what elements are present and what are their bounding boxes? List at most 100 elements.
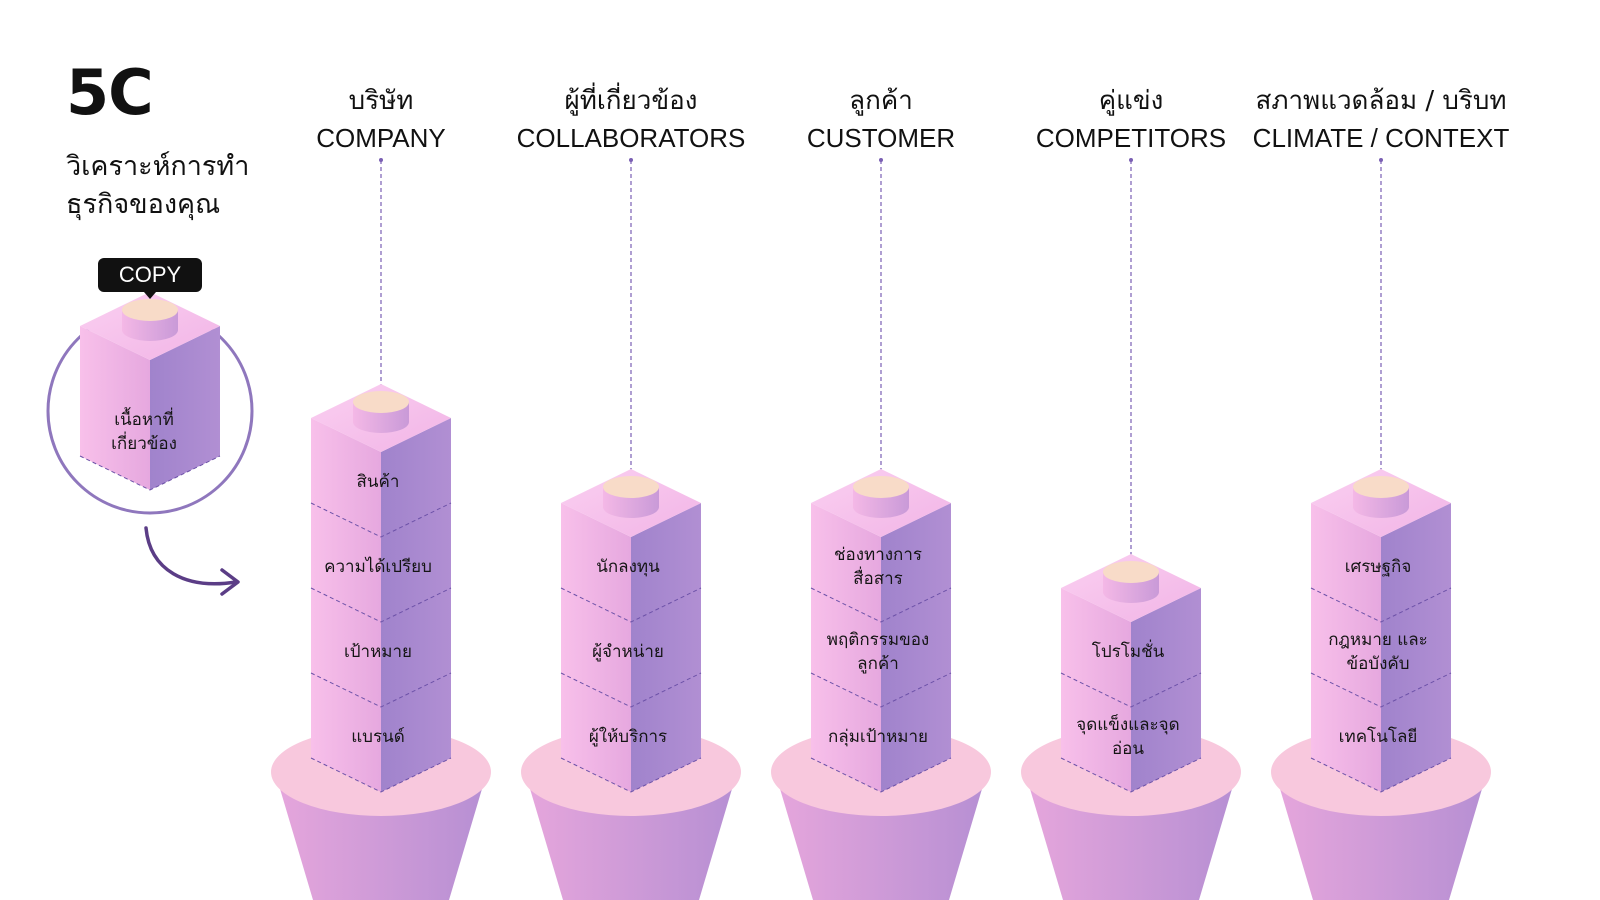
block-label-line: ความได้เปรียบ [324, 557, 432, 577]
block-separator [560, 587, 702, 623]
block-label-line: เศรษฐกิจ [1344, 557, 1412, 577]
block-separator [1310, 757, 1452, 793]
block-label: ผู้ให้บริการ [558, 725, 698, 749]
block-separator [1310, 672, 1452, 708]
legend-block [79, 292, 221, 491]
block-label-line: โปรโมชั่น [1091, 642, 1165, 662]
block-separator [810, 672, 952, 708]
block-separator [310, 502, 452, 538]
block-separator [1060, 672, 1202, 708]
stack-right-face [1381, 503, 1451, 792]
knob-top [1103, 561, 1159, 583]
page-subtitle: วิเคราะห์การทำ ธุรกิจของคุณ [66, 148, 249, 224]
block-label: สินค้า [308, 470, 448, 494]
block-label-line: แบรนด์ [351, 727, 405, 747]
block-separator [560, 757, 702, 793]
legend-knob-base [122, 319, 178, 341]
column-title-en: CLIMATE / CONTEXT [1252, 123, 1510, 153]
knob-top [853, 476, 909, 498]
guide-dot [379, 158, 383, 162]
column-title-th: คู่แข่ง [1098, 86, 1164, 116]
knob-base [353, 411, 409, 433]
block-label-line: นักลงทุน [596, 557, 660, 577]
knob-base [1103, 581, 1159, 603]
block-label-line: กลุ่มเป้าหมาย [828, 727, 928, 747]
column-title-en: COMPANY [316, 123, 446, 153]
block-label: กลุ่มเป้าหมาย [808, 725, 948, 749]
block-label-line: จุดแข็งและจุด [1076, 715, 1180, 735]
block-separator [1060, 757, 1202, 793]
block-stack [1310, 469, 1452, 793]
block-label: กฎหมาย และข้อบังคับ [1308, 628, 1448, 676]
block-label-line: เป้าหมาย [343, 642, 413, 662]
stack-left-face [1311, 503, 1381, 792]
column-heading: บริษัท COMPANY [231, 84, 531, 158]
block-label-line: อ่อน [1111, 739, 1145, 759]
column-title-en: COMPETITORS [1035, 123, 1227, 153]
knob-base [853, 496, 909, 518]
column-title-th: ลูกค้า [849, 86, 913, 116]
legend-block-label-line: เกี่ยวข้อง [111, 434, 177, 454]
legend-knob-top [122, 299, 178, 321]
block-label-line: ช่องทางการ [833, 545, 923, 565]
block-separator [310, 587, 452, 623]
knob-base [603, 496, 659, 518]
column-heading: สภาพแวดล้อม / บริบท CLIMATE / CONTEXT [1231, 84, 1531, 158]
block-label: โปรโมชั่น [1058, 640, 1198, 664]
block-label-line: ข้อบังคับ [1346, 654, 1410, 674]
column-title-en: CUSTOMER [806, 123, 956, 153]
knob-base [1353, 496, 1409, 518]
subtitle-line: ธุรกิจของคุณ [66, 189, 221, 220]
arrow-head-icon [220, 568, 240, 596]
block-label-line: พฤติกรรมของ [826, 630, 930, 650]
guide-dot [629, 158, 633, 162]
block-label: ผู้จำหน่าย [558, 640, 698, 664]
legend-block-edge [79, 455, 221, 491]
block-label: ช่องทางการสื่อสาร [808, 543, 948, 591]
block-separator [810, 757, 952, 793]
block-separator [310, 672, 452, 708]
column-title-th: บริษัท [348, 86, 414, 116]
block-stack [310, 384, 452, 793]
block-label: เศรษฐกิจ [1308, 555, 1448, 579]
block-stack [1060, 554, 1202, 793]
block-label-line: กฎหมาย และ [1328, 630, 1428, 650]
legend-block-right [150, 326, 220, 490]
column-heading: คู่แข่ง COMPETITORS [981, 84, 1281, 158]
block-label: เป้าหมาย [308, 640, 448, 664]
block-separator [310, 757, 452, 793]
block-stack [810, 469, 952, 793]
column-title-th: สภาพแวดล้อม / บริบท [1255, 86, 1507, 116]
page-title: 5C [66, 56, 154, 129]
block-separator [1310, 587, 1452, 623]
column-title-th: ผู้ที่เกี่ยวข้อง [564, 86, 698, 116]
block-separator [560, 672, 702, 708]
copy-badge[interactable]: COPY [98, 258, 202, 299]
block-label-line: เทคโนโลยี [1338, 727, 1418, 747]
block-label: พฤติกรรมของลูกค้า [808, 628, 948, 676]
block-label: นักลงทุน [558, 555, 698, 579]
block-label: เทคโนโลยี [1308, 725, 1448, 749]
subtitle-line: วิเคราะห์การทำ [66, 151, 250, 182]
knob-top [603, 476, 659, 498]
curved-arrow-icon [144, 526, 238, 586]
legend-block-label: เนื้อหาที่ เกี่ยวข้อง [74, 408, 214, 456]
stack-left-face [811, 503, 881, 792]
guide-dot [1379, 158, 1383, 162]
block-label-line: สื่อสาร [853, 569, 903, 589]
block-label-line: ผู้จำหน่าย [592, 642, 664, 662]
stack-left-face [561, 503, 631, 792]
block-label-line: ผู้ให้บริการ [588, 727, 668, 747]
stack-right-face [631, 503, 701, 792]
knob-top [1353, 476, 1409, 498]
guide-dot [879, 158, 883, 162]
legend-block-label-line: เนื้อหาที่ [114, 410, 174, 430]
knob-top [353, 391, 409, 413]
guide-dot [1129, 158, 1133, 162]
stack-right-face [881, 503, 951, 792]
block-separator [810, 587, 952, 623]
legend-block-left [80, 326, 150, 490]
block-label-line: ลูกค้า [857, 654, 899, 674]
